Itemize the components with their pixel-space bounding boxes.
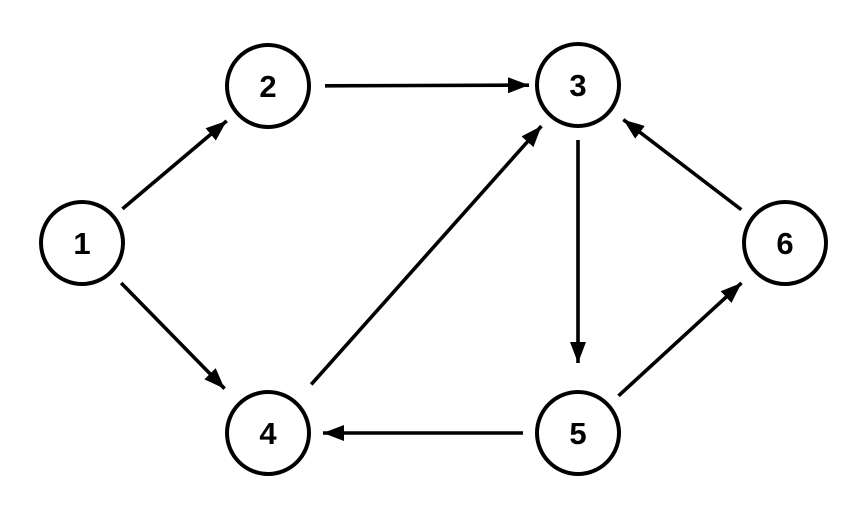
node-6: 6 — [742, 200, 828, 286]
node-circle-1 — [39, 200, 125, 286]
node-label-5: 5 — [569, 416, 586, 451]
edge-6-to-3 — [622, 118, 743, 212]
node-2: 2 — [225, 43, 311, 129]
node-label-1: 1 — [73, 226, 90, 261]
edge-5-to-6 — [617, 281, 743, 398]
node-label-3: 3 — [569, 68, 586, 103]
node-label-6: 6 — [776, 226, 793, 261]
edge-4-to-3 — [309, 124, 543, 386]
node-3: 3 — [535, 42, 621, 128]
edge-2-to-3 — [324, 77, 530, 94]
node-circle-5 — [535, 390, 621, 476]
node-circle-6 — [742, 200, 828, 286]
edge-1-to-4 — [119, 281, 226, 390]
node-5: 5 — [535, 390, 621, 476]
node-1: 1 — [39, 200, 125, 286]
node-circle-4 — [225, 390, 311, 476]
node-label-2: 2 — [259, 69, 276, 104]
edge-1-to-2 — [121, 119, 228, 211]
node-circle-2 — [225, 43, 311, 129]
node-4: 4 — [225, 390, 311, 476]
node-circle-3 — [535, 42, 621, 128]
node-label-4: 4 — [259, 416, 277, 451]
